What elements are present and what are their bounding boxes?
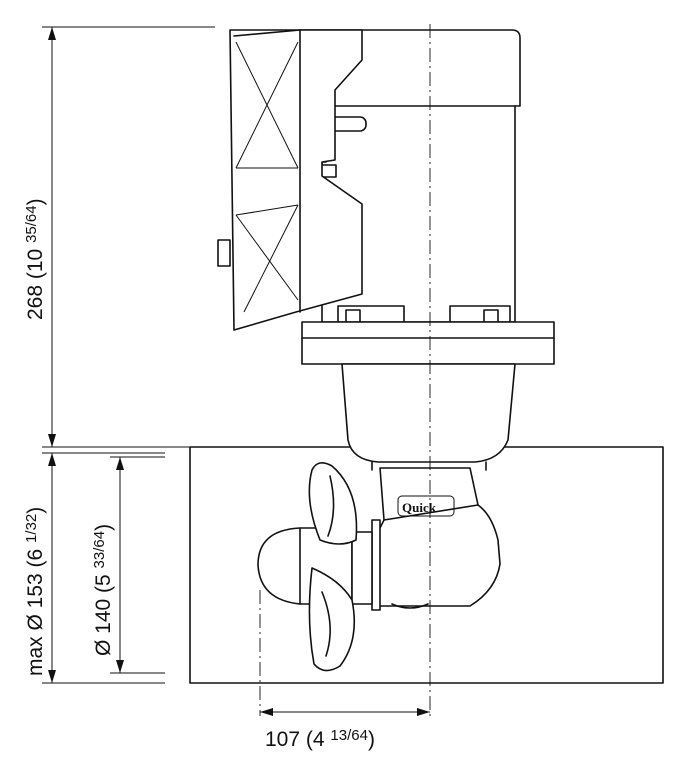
center-lines [259, 24, 431, 716]
mounting-flange [301, 321, 555, 365]
dimension-diameter [110, 456, 165, 674]
height-dimension-label: 268 (10 35/64) [23, 198, 47, 320]
dimension-height [42, 26, 215, 448]
diameter-dimension-label: Ø 140 (5 33/64) [91, 524, 115, 656]
gear-leg [341, 363, 516, 471]
propeller [257, 462, 373, 672]
gear-housing: Quick [371, 467, 501, 611]
brand-logo-text: Quick [402, 500, 437, 515]
control-box [217, 29, 363, 331]
dimension-max-diameter [42, 452, 165, 684]
max-diameter-dimension-label: max Ø 153 (6 1/32) [23, 507, 47, 676]
offset-dimension-label: 107 (4 13/64) [265, 727, 375, 751]
dimension-offset [260, 708, 430, 716]
